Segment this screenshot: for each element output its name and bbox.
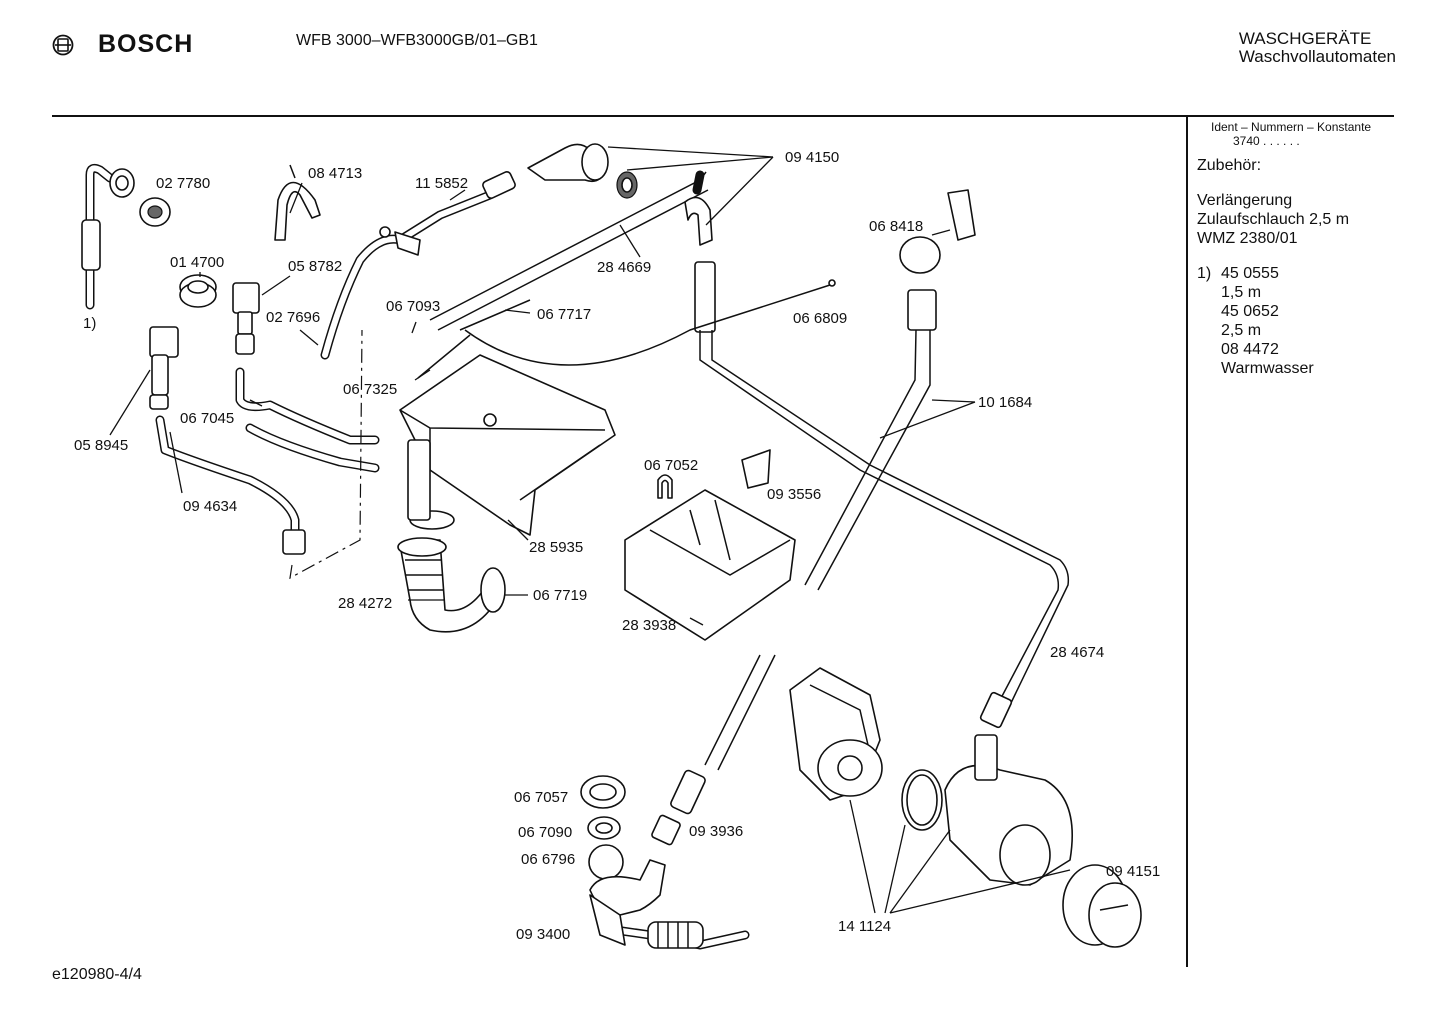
label-06-7325: 06 7325 — [343, 381, 397, 398]
hose-11-5852-drawing — [320, 171, 516, 360]
label-28-4669: 28 4669 — [597, 259, 651, 276]
label-02-7780: 02 7780 — [156, 175, 210, 192]
hose-28-4669-drawing — [429, 170, 709, 331]
valve-05-8945-drawing — [149, 326, 179, 410]
label-09-4150: 09 4150 — [785, 149, 839, 166]
note-line: 2,5 m — [1221, 322, 1262, 339]
label-10-1684: 10 1684 — [978, 394, 1032, 411]
label-06-7052: 06 7052 — [644, 457, 698, 474]
ident-value: 3740 . . . . . . — [1233, 134, 1300, 148]
label-14-1124: 14 1124 — [838, 918, 891, 935]
note-line: 45 0555 — [1221, 265, 1279, 282]
ring-06-7090-drawing — [587, 816, 621, 840]
filter-09-4151-drawing — [1062, 864, 1142, 948]
label-28-4674: 28 4674 — [1050, 644, 1104, 661]
label-05-8945: 05 8945 — [74, 437, 128, 454]
label-28-4272: 28 4272 — [338, 595, 392, 612]
label-05-8782: 05 8782 — [288, 258, 342, 275]
valve-05-8782-drawing — [232, 282, 260, 355]
label-02-7696: 02 7696 — [266, 309, 320, 326]
sump-hose-09-3400-drawing — [589, 859, 750, 950]
note-block: 1) 45 0555 1,5 m 45 0652 2,5 m 08 4472 W… — [1197, 264, 1371, 378]
cap-09-3556-drawing — [741, 449, 771, 489]
hose-09-4634-drawing — [155, 415, 306, 555]
seal-ring-drawing — [139, 197, 171, 227]
label-11-5852: 11 5852 — [415, 175, 468, 192]
accessory-line: Verlängerung — [1197, 192, 1293, 209]
drawer-housing-drawing — [399, 299, 616, 536]
bosch-armature-icon — [52, 34, 74, 55]
hose-28-4674-drawing — [699, 330, 1070, 729]
bellows-01-4700-drawing — [179, 274, 217, 308]
hose-09-3936-drawing — [651, 654, 776, 846]
label-06-6809: 06 6809 — [793, 310, 847, 327]
note-marker: 1) — [1197, 265, 1212, 282]
model-title: WFB 3000–WFB3000GB/01–GB1 — [296, 32, 538, 49]
label-09-4151: 09 4151 — [1106, 863, 1160, 880]
accessory-line: WMZ 2380/01 — [1197, 230, 1298, 247]
ident-heading: Ident – Nummern – Konstante — [1211, 120, 1372, 134]
label-06-8418: 06 8418 — [869, 218, 923, 235]
note-lines: 45 0555 1,5 m 45 0652 2,5 m 08 4472 Warm… — [1221, 264, 1314, 378]
note-line: Warmwasser — [1221, 360, 1314, 377]
part-labels: 02 7780 08 4713 11 5852 09 4150 01 4700 … — [74, 149, 1160, 943]
label-note-1: 1) — [83, 315, 96, 332]
note-line: 1,5 m — [1221, 284, 1262, 301]
clip-06-7052-drawing — [657, 474, 673, 499]
header-rule — [52, 115, 1394, 117]
label-06-6796: 06 6796 — [521, 851, 575, 868]
category-line-1: WASCHGERÄTE — [1238, 29, 1372, 48]
category-title: WASCHGERÄTE Waschvollautomaten — [1239, 30, 1396, 66]
label-28-5935: 28 5935 — [529, 539, 583, 556]
side-panel: Ident – Nummern – Konstante 3740 . . . .… — [1197, 120, 1371, 378]
drawing-number: e120980-4/4 — [52, 966, 142, 983]
ball-06-6796-drawing — [588, 844, 624, 880]
hose-06-7045-drawing — [235, 367, 380, 473]
elbow-hose-drawing — [527, 143, 638, 199]
detergent-drawer-drawing — [624, 489, 796, 641]
label-09-4634: 09 4634 — [183, 498, 237, 515]
drain-pump-drawing — [789, 667, 883, 801]
note-line: 08 4472 — [1221, 341, 1279, 358]
brand-name: BOSCH — [98, 30, 194, 58]
pressure-switch-drawing — [899, 189, 976, 331]
pump-seal-ring-drawing — [901, 769, 943, 831]
bosch-logo: BOSCH — [52, 30, 193, 59]
pump-housing-drawing — [944, 734, 1073, 886]
label-01-4700: 01 4700 — [170, 254, 224, 271]
label-09-3556: 09 3556 — [767, 486, 821, 503]
leader-lines — [109, 146, 1071, 914]
hose-10-1684-drawing — [804, 329, 931, 591]
accessory-line: Zulaufschlauch 2,5 m — [1197, 211, 1350, 228]
label-28-3938: 28 3938 — [622, 617, 676, 634]
inlet-hose-drawing — [81, 163, 135, 310]
wire-06-6809-drawing — [464, 279, 836, 366]
label-09-3936: 09 3936 — [689, 823, 743, 840]
bellows-28-4272-drawing — [397, 537, 506, 633]
ring-06-7057-drawing — [580, 775, 626, 809]
category-line-2: Waschvollautomaten — [1238, 47, 1396, 66]
sidebar-rule — [1186, 117, 1188, 967]
bracket-drawing — [274, 164, 321, 241]
accessories-heading: Zubehör: — [1197, 157, 1262, 174]
hose-clamp-drawing — [684, 196, 716, 333]
label-06-7093: 06 7093 — [386, 298, 440, 315]
label-06-7719: 06 7719 — [533, 587, 587, 604]
label-06-7057: 06 7057 — [514, 789, 568, 806]
label-09-3400: 09 3400 — [516, 926, 570, 943]
label-08-4713: 08 4713 — [308, 165, 362, 182]
note-line: 45 0652 — [1221, 303, 1279, 320]
label-06-7717: 06 7717 — [537, 306, 591, 323]
label-06-7090: 06 7090 — [518, 824, 572, 841]
accessory-list: Verlängerung Zulaufschlauch 2,5 m WMZ 23… — [1197, 191, 1371, 248]
label-06-7045: 06 7045 — [180, 410, 234, 427]
assembly-dash-line — [289, 329, 363, 580]
